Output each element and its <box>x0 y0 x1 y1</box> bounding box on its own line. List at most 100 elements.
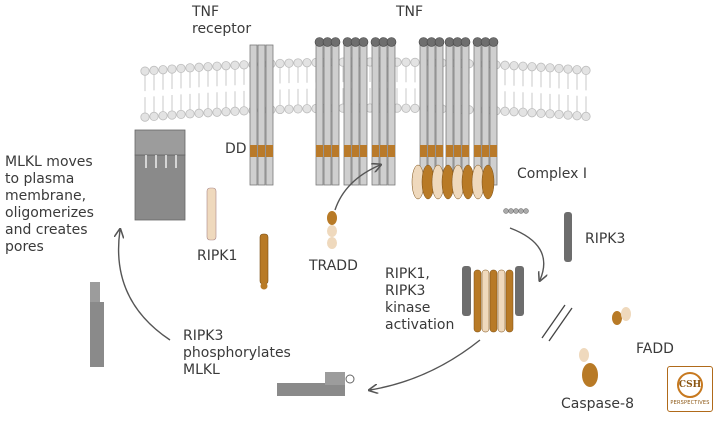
death-domain <box>372 145 379 157</box>
receptor-chain <box>435 44 444 186</box>
fadd-dd <box>621 307 631 321</box>
receptor-chain <box>351 44 360 186</box>
lipid-head <box>545 109 555 119</box>
receptor-chain <box>257 44 266 186</box>
receptor-chain <box>359 44 368 186</box>
necrosome-ripk1 <box>489 269 498 333</box>
mlkl-moves-label: MLKL moves to plasma membrane, oligomeri… <box>5 154 94 255</box>
lipid-head <box>158 111 168 121</box>
lipid-head <box>302 104 312 114</box>
lipid-head <box>149 111 159 121</box>
death-domain <box>446 145 453 157</box>
receptor-chain <box>331 44 340 186</box>
death-domain <box>316 145 323 157</box>
complex1-label: Complex I <box>517 166 587 182</box>
tnf-receptor-trimer <box>370 37 397 186</box>
lipid-head <box>554 63 564 74</box>
death-domain <box>436 145 443 157</box>
tradd-label: TRADD <box>309 258 358 274</box>
tnf-ligand <box>350 37 361 47</box>
necrosome-ripk3-left <box>462 266 471 316</box>
tnf-ligand <box>426 37 437 47</box>
death-domain <box>360 145 367 157</box>
death-domain <box>352 145 359 157</box>
lipid-head <box>167 110 177 120</box>
receptor-chain <box>343 44 352 186</box>
inhibition-line <box>541 304 566 339</box>
arrow-necrosome-to-mlkl <box>370 339 481 390</box>
lipid-head <box>500 106 510 116</box>
mlkl-pore-head <box>134 129 186 156</box>
caspase8-ded <box>579 348 589 362</box>
death-domain <box>388 145 395 157</box>
ripk1-dark <box>259 233 269 285</box>
receptor-chain <box>379 44 388 186</box>
tnf-ligand <box>472 37 483 47</box>
lipid-head <box>230 106 240 116</box>
death-domain <box>380 145 387 157</box>
logo-ring: CSH <box>677 372 703 398</box>
receptor-chain <box>445 44 454 186</box>
receptor-chain <box>453 44 462 186</box>
tnf-ligand <box>444 37 455 47</box>
lipid-head <box>284 58 294 68</box>
receptor-chain <box>461 44 470 186</box>
lipid-head <box>563 110 573 120</box>
lipid-head <box>203 62 213 72</box>
ubiquitin-chain <box>513 208 519 214</box>
fadd-de <box>612 311 622 325</box>
receptor-chain <box>387 44 396 186</box>
ripk1-tail <box>260 282 268 290</box>
lipid-head <box>527 108 537 118</box>
lipid-head <box>176 109 186 120</box>
ripk1-label: RIPK1 <box>197 248 238 264</box>
death-domain <box>420 145 427 157</box>
tnf-receptor-trimer <box>418 37 445 186</box>
protein-shapes <box>90 129 631 396</box>
lipid-head <box>140 112 150 122</box>
lipid-head <box>221 107 231 117</box>
lipid-head <box>536 62 546 72</box>
tnf-ligand <box>434 37 445 47</box>
inhibition-line <box>548 307 573 342</box>
tnf-receptor-label: TNF receptor <box>192 4 252 37</box>
tnf-ligand <box>358 37 369 47</box>
lipid-head <box>410 57 420 67</box>
lipid-head <box>581 111 591 121</box>
tnf-ligand <box>488 37 499 47</box>
lipid-head <box>401 57 411 67</box>
tradd-bottom <box>327 237 337 249</box>
lipid-head <box>581 65 591 75</box>
death-domain <box>344 145 351 157</box>
mlkl-monomer-body <box>90 302 104 367</box>
lipid-head <box>410 103 420 113</box>
lipid-head <box>212 61 222 71</box>
tnf-receptor-trimer <box>249 44 274 186</box>
lipid-head <box>275 104 285 115</box>
receptor-chain <box>419 44 428 186</box>
tnf-ligand <box>342 37 353 47</box>
tnf-ligand <box>370 37 381 47</box>
tnf-ligand <box>386 37 397 47</box>
necrosome-ripk1 <box>481 269 490 333</box>
lipid-head <box>545 63 555 73</box>
lipid-head <box>518 107 528 117</box>
receptor-chain <box>249 44 258 186</box>
dd-label: DD <box>225 141 247 157</box>
tnf-receptors <box>249 37 499 186</box>
ripk3-label: RIPK3 <box>585 231 626 247</box>
tnf-receptor-trimer <box>342 37 369 186</box>
lipid-head <box>572 65 582 75</box>
phospho-mlkl-head <box>325 372 345 385</box>
lipid-head <box>167 64 177 74</box>
tnf-receptor-trimer <box>444 37 471 186</box>
lipid-head <box>509 107 519 117</box>
kinase-activation-label: RIPK1, RIPK3 kinase activation <box>385 266 455 333</box>
arrow-complex1-to-necrosome <box>509 227 544 280</box>
pathway-arrows <box>119 165 544 390</box>
ubiquitin-chain <box>518 208 524 214</box>
lipid-head <box>518 61 528 71</box>
death-domain <box>266 145 273 157</box>
lipid-head <box>221 61 231 71</box>
